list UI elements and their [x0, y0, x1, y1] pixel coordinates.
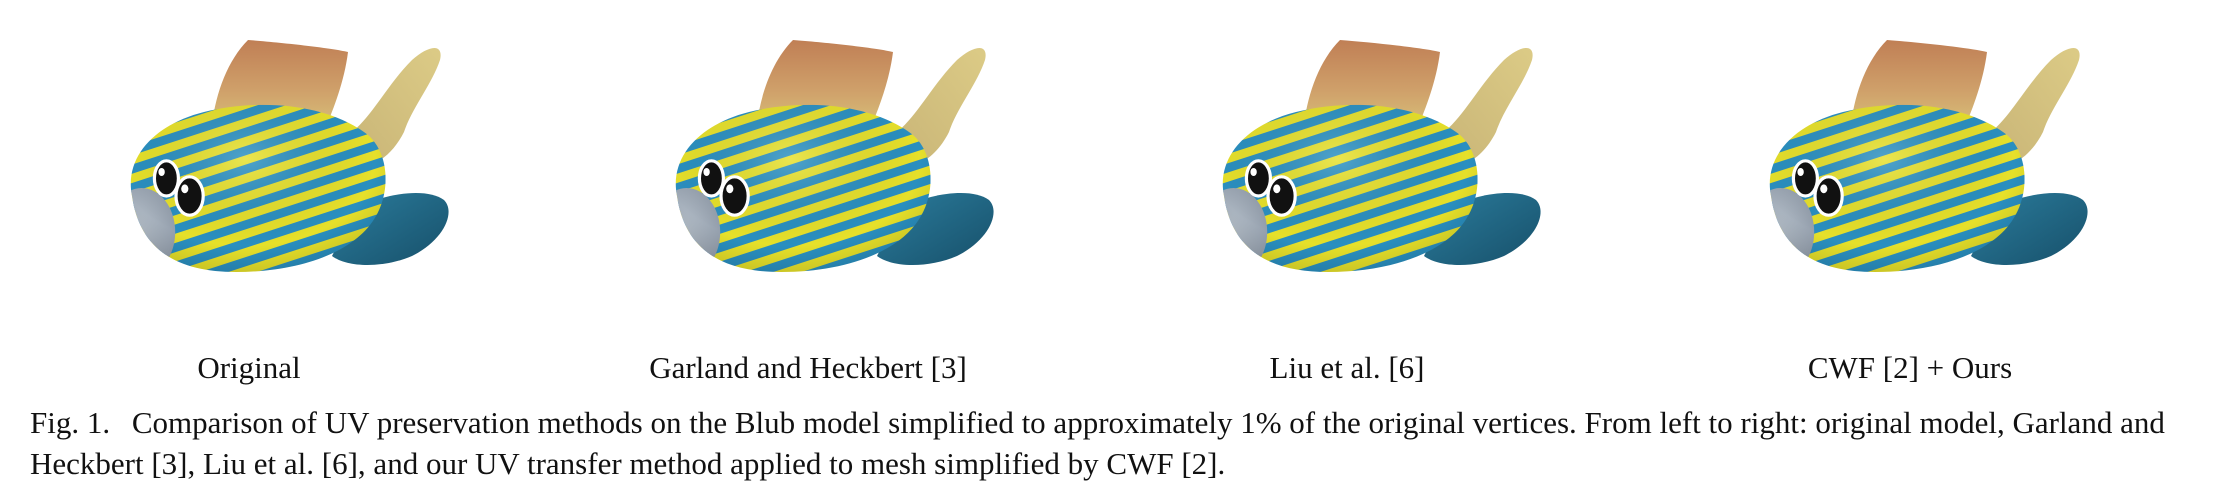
panel-label-liu: Liu et al. [6] [1269, 350, 1425, 385]
fish-render-garland-heckbert [613, 0, 1013, 320]
fish-render-cwf-ours [1707, 0, 2107, 320]
panel-cwf-ours [1707, 0, 2225, 340]
fish-render-liu [1160, 0, 1560, 320]
figure-caption: Fig. 1. Comparison of UV preservation me… [30, 402, 2210, 484]
panel-garland-heckbert [613, 0, 1133, 340]
panel-original [68, 0, 588, 340]
panel-label-garland-heckbert: Garland and Heckbert [3] [649, 350, 967, 385]
caption-text: Comparison of UV preservation methods on… [30, 405, 2165, 481]
panel-label-original: Original [197, 350, 301, 385]
figure-number: Fig. 1. [30, 405, 111, 440]
panel-label-cwf-ours: CWF [2] + Ours [1807, 350, 2013, 385]
fish-render-original [68, 0, 468, 320]
panel-liu [1160, 0, 1680, 340]
figure-row [0, 0, 2225, 340]
